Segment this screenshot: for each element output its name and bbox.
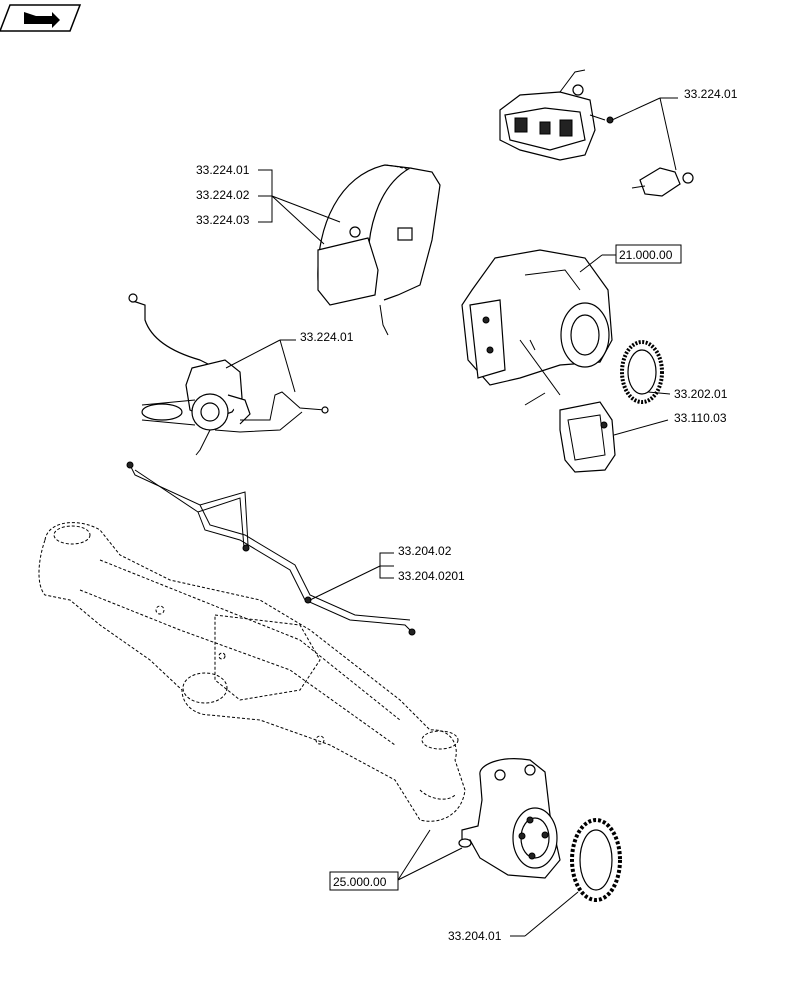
callout-c1: 33.224.01 (611, 87, 738, 171)
callout-c8-box (329, 871, 399, 891)
brake-lines-illustration (126, 461, 416, 636)
callout-c1-label: 33.224.01 (684, 87, 738, 101)
fender-tank-illustration (317, 164, 441, 336)
friction-disc-illustration (570, 818, 622, 902)
callout-c3-box (615, 244, 682, 264)
callout-c9: 33.204.01 (448, 891, 579, 943)
callout-c9-label: 33.204.01 (448, 929, 502, 943)
ring-gear-illustration (620, 340, 664, 404)
hub-knuckle-illustration (458, 758, 561, 879)
callout-c3-label: 21.000.00 (619, 248, 673, 262)
callout-c3: 21.000.00 (579, 244, 682, 273)
callout-c7: 33.204.02 33.204.0201 (309, 544, 465, 601)
callout-c2: 33.224.01 33.224.02 33.224.03 (196, 163, 341, 245)
callout-c2c-label: 33.224.03 (196, 213, 250, 227)
callout-c8-label: 25.000.00 (333, 875, 387, 889)
callout-c4: 33.224.01 (225, 330, 354, 393)
callout-c7b-label: 33.204.0201 (398, 569, 465, 583)
callout-c8: 25.000.00 (329, 829, 463, 891)
callout-c5: 33.202.01 (647, 387, 728, 401)
callout-c2a-label: 33.224.01 (196, 163, 250, 177)
transmission-housing-illustration (461, 249, 613, 406)
callout-c6-label: 33.110.03 (674, 411, 727, 425)
callout-c6: 33.110.03 (613, 411, 727, 436)
cover-plate-illustration (559, 401, 616, 473)
compressor-illustration (128, 293, 329, 456)
callout-c5-label: 33.202.01 (674, 387, 728, 401)
valve-block-illustration (499, 69, 694, 197)
axle-housing-illustration (38, 522, 466, 822)
callout-c7a-label: 33.204.02 (398, 544, 452, 558)
navigation-arrow-icon[interactable] (0, 4, 82, 32)
callout-c4-label: 33.224.01 (300, 330, 354, 344)
callout-c2b-label: 33.224.02 (196, 188, 250, 202)
